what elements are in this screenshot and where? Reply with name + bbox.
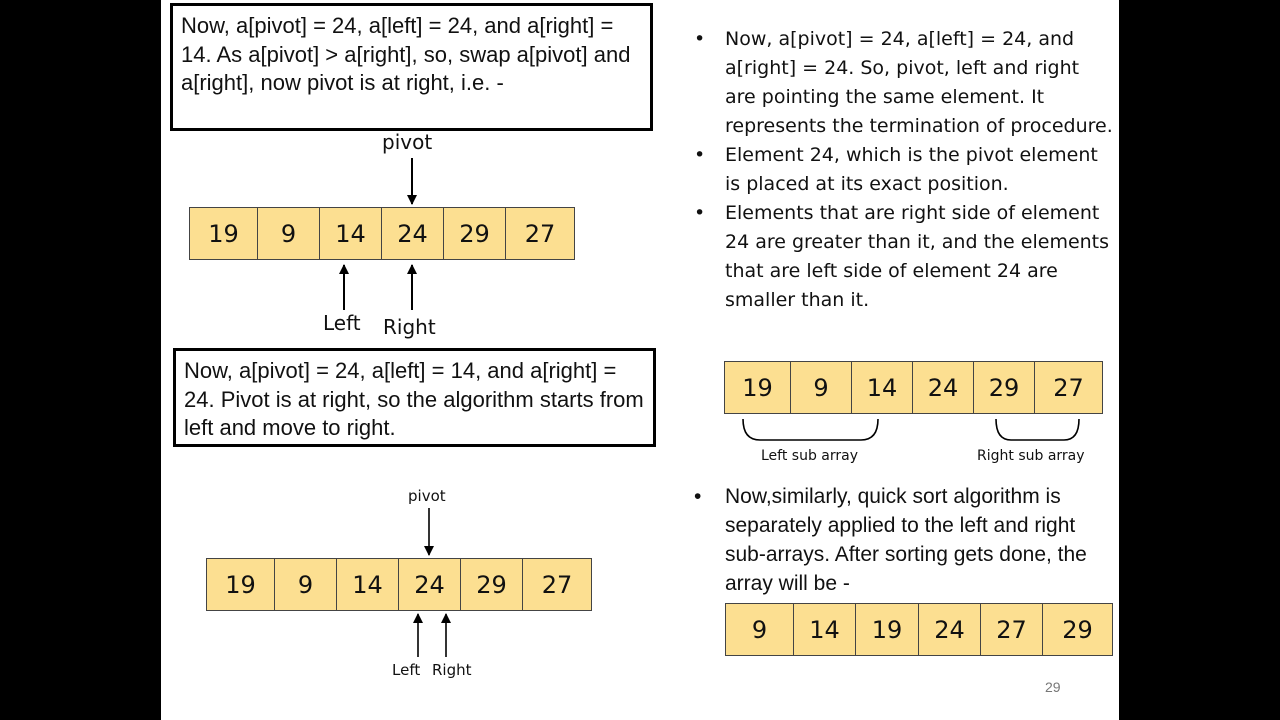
array-cell: 14 [794, 604, 856, 655]
array-cell: 14 [320, 208, 382, 259]
array-cell: 29 [1043, 604, 1112, 655]
bullet-text: Now,similarly, quick sort algorithm is s… [725, 485, 1087, 595]
pivot-label-1: pivot [382, 130, 433, 154]
left-label-1: Left [323, 311, 361, 335]
bullet-text: Elements that are right side of element … [725, 202, 1110, 311]
bullet-icon: • [694, 485, 702, 508]
array-cell: 14 [852, 362, 913, 413]
array-cell: 19 [190, 208, 258, 259]
bullet-item: • Elements that are right side of elemen… [694, 199, 1114, 315]
array-cell: 29 [974, 362, 1035, 413]
bullet-item: • Now,similarly, quick sort algorithm is… [694, 482, 1114, 598]
array-cell: 24 [399, 559, 461, 610]
array-cell: 27 [1035, 362, 1102, 413]
array-cell: 9 [275, 559, 337, 610]
array-diagram-3: 19 9 14 24 29 27 [724, 361, 1103, 414]
right-sub-array-label: Right sub array [977, 448, 1085, 464]
left-label-2: Left [392, 661, 421, 679]
text-box-move-right-step: Now, a[pivot] = 24, a[left] = 14, and a[… [173, 348, 656, 447]
bullet-icon: • [694, 144, 706, 166]
pivot-label-2: pivot [408, 487, 446, 505]
array-cell: 27 [506, 208, 574, 259]
array-cell: 24 [382, 208, 444, 259]
left-sub-array-label: Left sub array [761, 448, 859, 464]
left-sub-array-bracket-icon [742, 418, 879, 441]
text-box-swap-step: Now, a[pivot] = 24, a[left] = 24, and a[… [170, 3, 653, 131]
bullet-text: Now, a[pivot] = 24, a[left] = 24, and a[… [725, 28, 1113, 137]
array-cell: 9 [726, 604, 794, 655]
array-cell: 24 [913, 362, 974, 413]
array-cell: 19 [725, 362, 791, 413]
array-diagram-1: 19 9 14 24 29 27 [189, 207, 575, 260]
array-cell: 29 [461, 559, 523, 610]
array-cell: 14 [337, 559, 399, 610]
bullet-icon: • [694, 202, 706, 224]
array-diagram-2: 19 9 14 24 29 27 [206, 558, 592, 611]
page-number: 29 [1045, 679, 1061, 695]
array-cell: 27 [981, 604, 1043, 655]
array-cell: 27 [523, 559, 591, 610]
right-label-1: Right [383, 315, 436, 339]
bullet-text: Element 24, which is the pivot element i… [725, 144, 1098, 195]
right-label-2: Right [432, 661, 472, 679]
bullet-list-top: • Now, a[pivot] = 24, a[left] = 24, and … [694, 25, 1114, 315]
array-cell: 19 [207, 559, 275, 610]
array-cell: 9 [258, 208, 320, 259]
sorted-array: 9 14 19 24 27 29 [725, 603, 1113, 656]
bullet-icon: • [694, 28, 706, 50]
array-cell: 24 [919, 604, 981, 655]
array-cell: 9 [791, 362, 852, 413]
array-cell: 19 [856, 604, 919, 655]
right-sub-array-bracket-icon [995, 418, 1080, 441]
array-cell: 29 [444, 208, 506, 259]
bullet-list-bottom: • Now,similarly, quick sort algorithm is… [694, 482, 1114, 598]
bullet-item: • Now, a[pivot] = 24, a[left] = 24, and … [694, 25, 1114, 141]
bullet-item: • Element 24, which is the pivot element… [694, 141, 1114, 199]
